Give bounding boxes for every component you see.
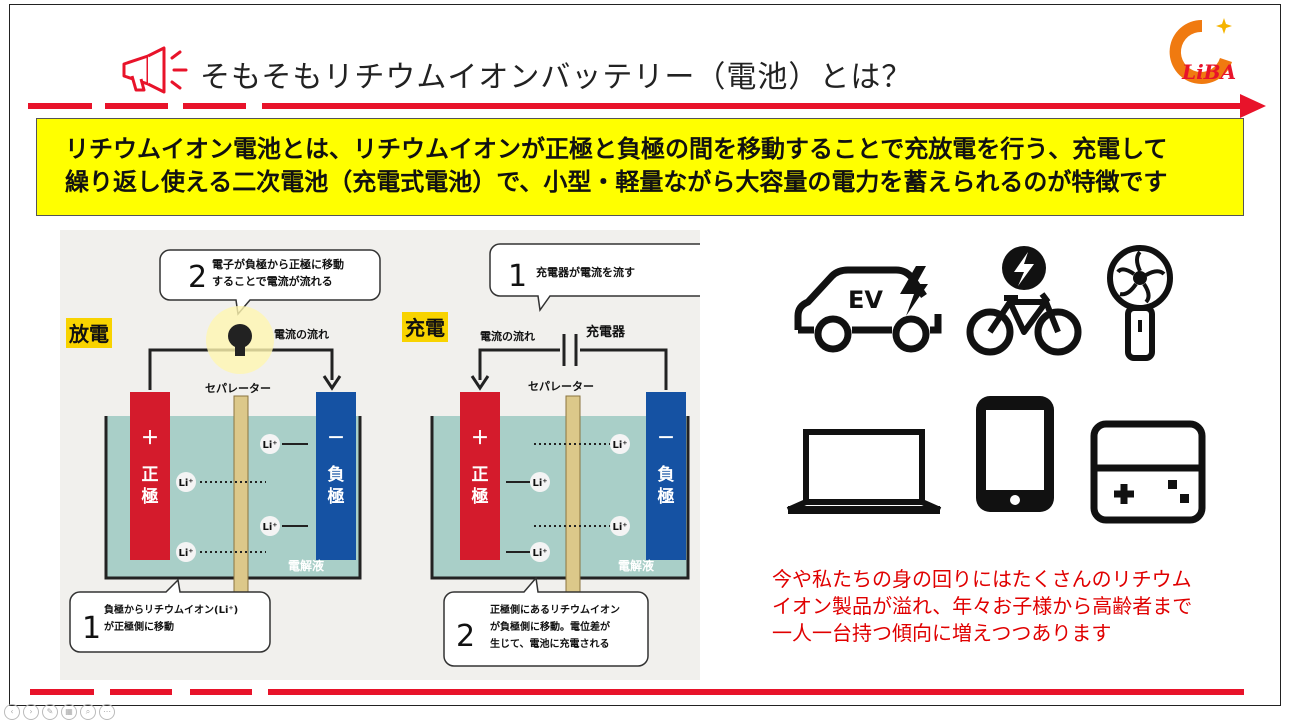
next-slide-icon[interactable]: › — [23, 704, 39, 720]
svg-text:Li⁺: Li⁺ — [612, 440, 627, 451]
svg-text:Li⁺: Li⁺ — [262, 522, 277, 533]
banner-line-1: リチウムイオン電池とは、リチウムイオンが正極と負極の間を移動することで充放電を行… — [65, 135, 1168, 163]
charge-step2-line1: 正極側にあるリチウムイオン — [490, 603, 620, 616]
svg-text:Li⁺: Li⁺ — [532, 548, 547, 559]
logo-text: LiBA — [1182, 60, 1237, 84]
pen-icon[interactable]: ✎ — [42, 704, 58, 720]
e-bike-icon — [966, 246, 1082, 356]
zoom-icon[interactable]: ⌕ — [80, 704, 96, 720]
charge-step1-num: 1 — [508, 259, 527, 294]
usage-note-line-1: 今や私たちの身の回りにはたくさんのリチウム — [772, 567, 1192, 591]
discharge-step1-num: 1 — [82, 611, 101, 646]
laptop-icon — [786, 429, 942, 514]
charge-separator — [565, 395, 581, 621]
discharge-heading: 放電 — [68, 322, 109, 346]
discharge-step2-num: 2 — [188, 260, 207, 295]
presentation-controls: ‹ › ✎ ▦ ⌕ ⋯ — [4, 704, 115, 720]
charge-step2-line3: 生じて、電池に充電される — [490, 637, 610, 650]
charge-step1-bubble — [489, 243, 700, 312]
discharge-positive-electrode — [130, 392, 170, 560]
svg-text:極: 極 — [142, 486, 159, 507]
svg-text:負: 負 — [328, 465, 345, 485]
svg-text:極: 極 — [328, 486, 345, 507]
discharge-step1-line2: が正極側に移動 — [104, 620, 174, 633]
battery-diagram: 放電 2 電子が負極から正極に移動 することで電流が流れる 電流の流れ セパレー… — [60, 230, 700, 680]
discharge-step1-bubble — [69, 578, 271, 653]
usage-note-line-2: イオン製品が溢れ、年々お子様から高齢者まで — [772, 594, 1193, 618]
banner-line-2: 繰り返し使える二次電池（充電式電池）で、小型・軽量ながら大容量の電力を蓄えられる… — [65, 168, 1168, 196]
previous-slide-icon[interactable]: ‹ — [4, 704, 20, 720]
charge-step2-bubble — [443, 576, 649, 667]
charge-electrolyte-label: 電解液 — [618, 558, 654, 573]
game-console-icon — [1090, 420, 1206, 524]
charge-step1-text: 充電器が電流を流す — [536, 265, 635, 279]
svg-text:－: － — [657, 428, 675, 449]
liba-logo: LiBA — [1162, 14, 1242, 92]
ev-car-icon: EV — [794, 266, 942, 353]
slide-title: そもそもリチウムイオンバッテリー（電池）とは？ — [200, 60, 913, 95]
slides-grid-icon[interactable]: ▦ — [61, 704, 77, 720]
charger-label: 充電器 — [586, 324, 626, 340]
svg-text:＋: ＋ — [471, 428, 489, 449]
usage-note: 今や私たちの身の回りにはたくさんのリチウム イオン製品が溢れ、年々お子様から高齢… — [772, 566, 1192, 647]
more-options-icon[interactable]: ⋯ — [99, 704, 115, 720]
top-arrow-line — [28, 94, 1266, 118]
charge-wire — [478, 348, 668, 390]
discharge-step1-line1: 負極からリチウムイオン(Li⁺) — [104, 603, 238, 616]
svg-text:Li⁺: Li⁺ — [532, 478, 547, 489]
discharge-electrolyte-label: 電解液 — [288, 558, 324, 573]
discharge-negative-electrode — [316, 392, 356, 560]
definition-banner: リチウムイオン電池とは、リチウムイオンが正極と負極の間を移動することで充放電を行… — [36, 118, 1244, 216]
svg-text:正: 正 — [472, 465, 489, 485]
charge-step2-line2: が負極側に移動。電位差が — [490, 620, 611, 633]
charge-panel: 充電 1 充電器が電流を流す 電流の流れ 充電器 セパレーター ＋ 正 極 － … — [402, 243, 700, 667]
charge-negative-electrode — [646, 392, 686, 560]
bottom-red-line — [30, 689, 1244, 695]
svg-text:－: － — [327, 428, 345, 449]
usage-note-line-3: 一人一台持つ傾向に増えつつあります — [772, 621, 1112, 645]
charge-current-label: 電流の流れ — [480, 329, 535, 343]
svg-text:Li⁺: Li⁺ — [262, 440, 277, 451]
discharge-separator — [233, 395, 249, 621]
handheld-fan-icon — [1107, 245, 1173, 361]
discharge-panel: 放電 2 電子が負極から正極に移動 することで電流が流れる 電流の流れ セパレー… — [66, 249, 381, 653]
svg-text:Li⁺: Li⁺ — [612, 522, 627, 533]
svg-text:Li⁺: Li⁺ — [178, 478, 193, 489]
smartphone-icon — [976, 396, 1054, 512]
svg-text:正: 正 — [142, 465, 159, 485]
light-bulb-icon — [228, 324, 252, 348]
megaphone-icon — [122, 46, 188, 94]
discharge-separator-label: セパレーター — [205, 382, 271, 395]
svg-text:極: 極 — [658, 486, 675, 507]
charge-separator-label: セパレーター — [528, 380, 594, 393]
svg-text:極: 極 — [472, 486, 489, 507]
discharge-step2-line1: 電子が負極から正極に移動 — [212, 257, 344, 271]
discharge-current-label: 電流の流れ — [274, 327, 329, 341]
ev-label: EV — [848, 286, 883, 314]
svg-text:Li⁺: Li⁺ — [178, 548, 193, 559]
charge-positive-electrode — [460, 392, 500, 560]
svg-text:負: 負 — [658, 465, 675, 485]
charge-step2-num: 2 — [456, 619, 475, 654]
charge-heading: 充電 — [405, 316, 445, 340]
svg-text:＋: ＋ — [141, 428, 159, 449]
discharge-step2-line2: することで電流が流れる — [212, 274, 333, 288]
